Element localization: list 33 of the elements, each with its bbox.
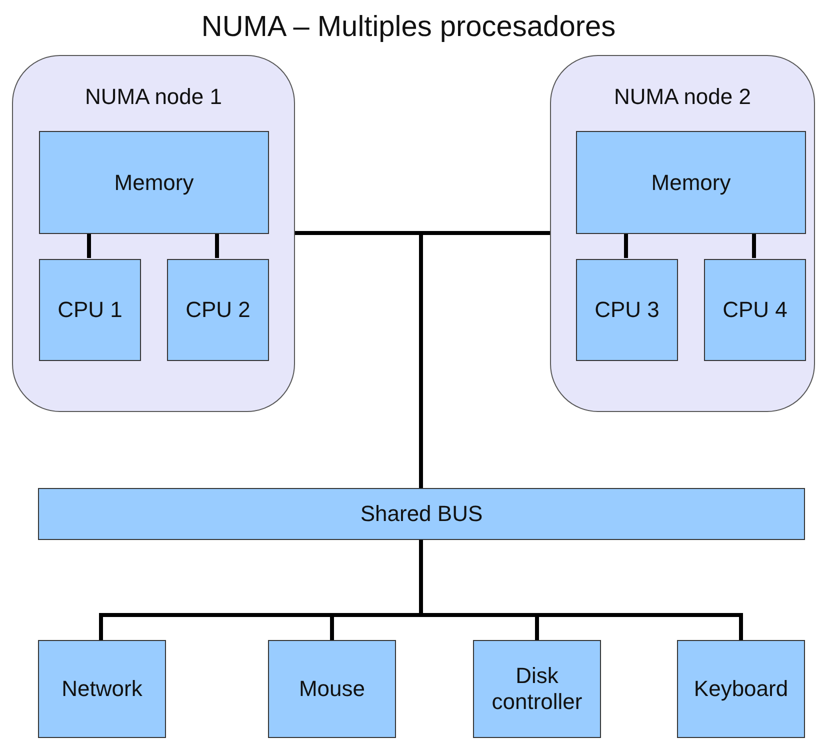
box-label: Mouse	[298, 676, 366, 702]
component-box	[704, 259, 806, 361]
connector-line	[624, 233, 628, 258]
node-heading: NUMA node 2	[613, 84, 752, 110]
box-label: Shared BUS	[359, 501, 484, 527]
node-heading: NUMA node 1	[84, 84, 223, 110]
numa-node-panel	[12, 55, 295, 412]
connector-line	[215, 233, 219, 258]
box-label: Memory	[650, 170, 732, 196]
component-box	[39, 259, 141, 361]
connector-line	[752, 233, 756, 258]
component-box	[167, 259, 269, 361]
component-box	[677, 640, 805, 738]
connector-line	[419, 540, 743, 640]
component-box	[39, 131, 269, 234]
component-box	[576, 131, 806, 234]
box-label: Disk controller	[490, 663, 584, 715]
diagram-title: NUMA – Multiples procesadores	[200, 10, 617, 45]
box-label: CPU 1	[56, 297, 124, 323]
component-box	[38, 640, 166, 738]
connector-line	[87, 233, 91, 258]
box-label: Memory	[113, 170, 195, 196]
component-box	[576, 259, 678, 361]
box-label: CPU 2	[184, 297, 252, 323]
component-box	[473, 640, 601, 738]
component-box	[268, 640, 396, 738]
box-label: Keyboard	[692, 676, 790, 702]
numa-node-panel	[550, 55, 815, 412]
box-label: CPU 4	[722, 297, 788, 323]
box-label: CPU 3	[594, 297, 660, 323]
connector-line	[419, 231, 550, 488]
bus-bar	[38, 488, 805, 540]
box-label: Network	[60, 676, 144, 702]
